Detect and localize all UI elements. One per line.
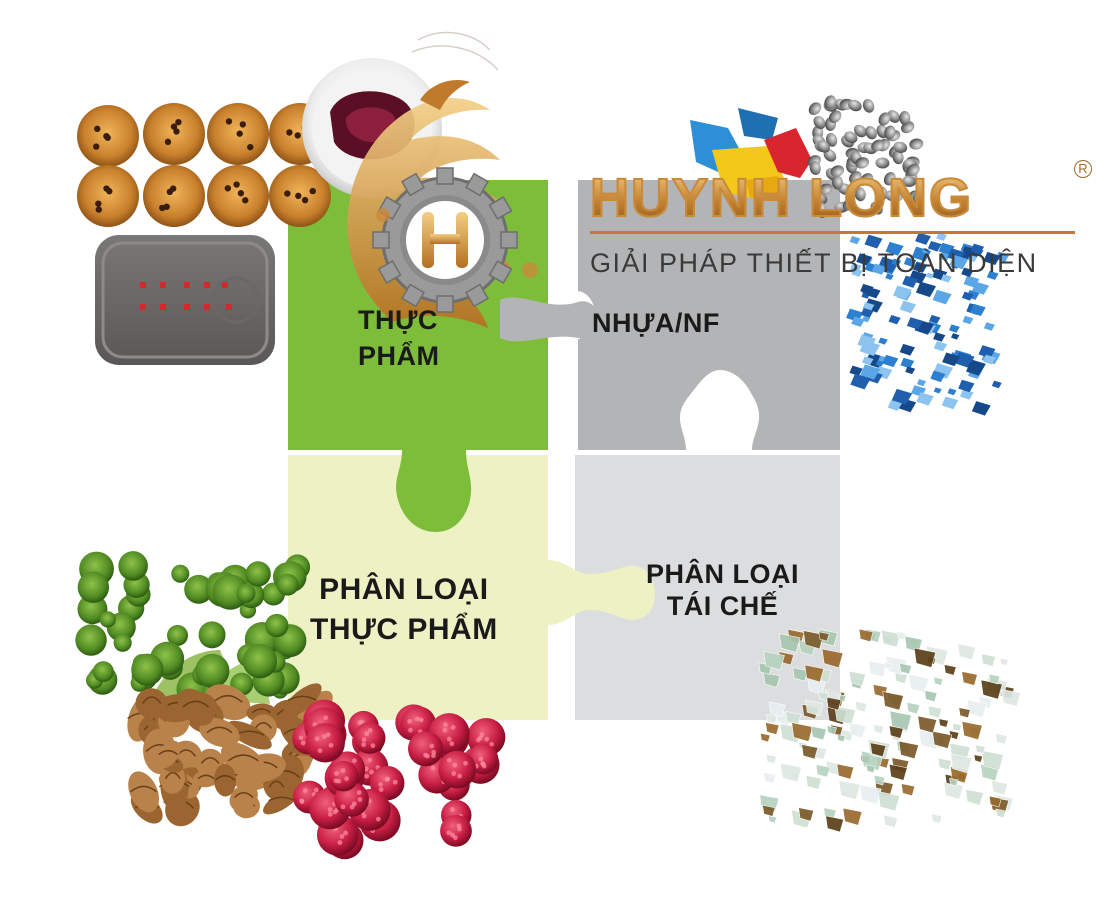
label-sort-food-line-1: PHÂN LOẠI [319, 573, 489, 606]
label-plastic-line-1: NHỰA/NF [592, 308, 720, 338]
label-sort-food: PHÂN LOẠI THỰC PHẨM [310, 570, 498, 650]
raspberries-image [292, 699, 506, 860]
puzzle-tab-sort-food [548, 560, 655, 625]
brand-name: HUYNH LONG [589, 167, 973, 229]
glass-cullet-image [758, 628, 1021, 833]
phoenix-gear-logo [347, 80, 538, 328]
puzzle-tab-food [396, 450, 472, 532]
broccoli-image [75, 551, 311, 707]
label-sort-recycle-line-2: TÁI CHẾ [666, 591, 779, 621]
puzzle-tab-plastic [500, 297, 600, 342]
sorting-tray-image [95, 235, 275, 365]
plastic-parts-image [690, 108, 812, 200]
registered-mark-icon: R [1074, 160, 1092, 178]
brand-tagline: GIẢI PHÁP THIẾT BỊ TOÀN DIỆN [590, 248, 1038, 278]
label-food: THỰC PHẨM [358, 302, 440, 374]
label-sort-recycle: PHÂN LOẠI TÁI CHẾ [646, 558, 799, 622]
muffins-image [77, 103, 331, 227]
label-plastic: NHỰA/NF [592, 306, 720, 340]
gray-pellets-image [807, 95, 924, 218]
puzzle-notch-plastic [679, 370, 760, 450]
label-sort-recycle-line-1: PHÂN LOẠI [646, 559, 799, 589]
label-food-line-1: THỰC [358, 305, 438, 335]
blue-flakes-image [846, 232, 1010, 416]
brand-divider [590, 231, 1075, 234]
label-food-line-2: PHẨM [358, 341, 440, 371]
label-sort-food-line-2: THỰC PHẨM [310, 613, 498, 646]
